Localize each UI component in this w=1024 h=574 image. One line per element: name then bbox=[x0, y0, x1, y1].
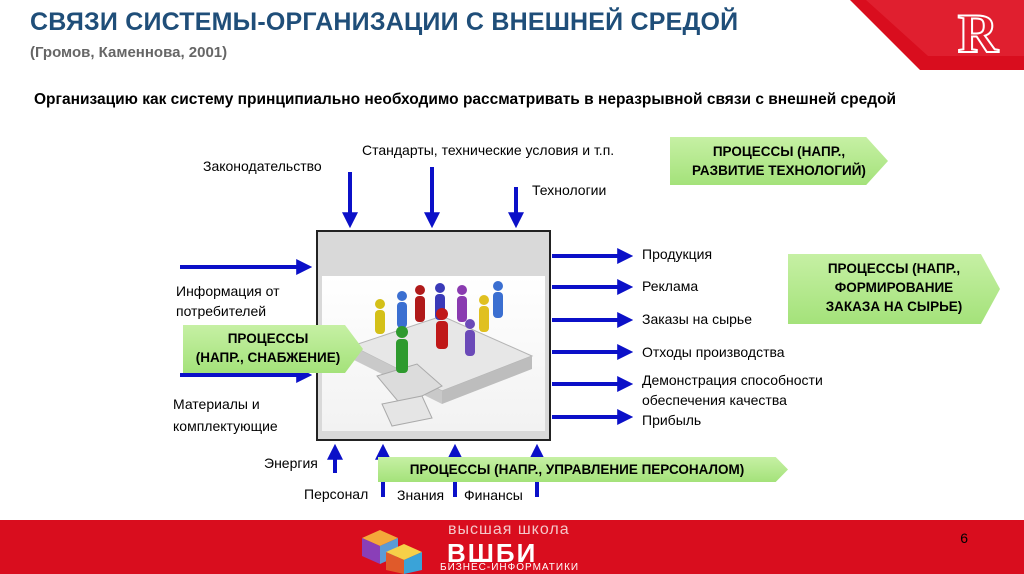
svg-text:R: R bbox=[958, 3, 999, 60]
process-box-personnel: ПРОЦЕССЫ (НАПР., УПРАВЛЕНИЕ ПЕРСОНАЛОМ) bbox=[378, 457, 788, 482]
school-name-line1: высшая школа bbox=[448, 521, 570, 538]
label-knowledge: Знания bbox=[397, 487, 445, 503]
school-name-line2: ВШБИ bbox=[447, 538, 538, 568]
label-standards: Стандарты, технические условия и т.п. bbox=[362, 142, 615, 158]
label-ads: Реклама bbox=[642, 278, 699, 294]
label-info-line1: Информация от bbox=[176, 283, 280, 299]
header-decoration bbox=[850, 0, 1024, 70]
label-materials-line1: Материалы и bbox=[173, 396, 260, 412]
page-number: 6 bbox=[960, 530, 968, 546]
organization-box bbox=[316, 230, 551, 441]
label-profit: Прибыль bbox=[642, 412, 702, 428]
cubes-logo-icon bbox=[362, 530, 422, 574]
label-finance: Финансы bbox=[464, 487, 523, 503]
process-box-tech-development: ПРОЦЕССЫ (НАПР., РАЗВИТИЕ ТЕХНОЛОГИЙ) bbox=[670, 137, 888, 185]
university-logo-icon: R bbox=[948, 2, 1008, 66]
process-orders-line3: ЗАКАЗА НА СЫРЬЕ) bbox=[825, 299, 963, 314]
process-personnel-label: ПРОЦЕССЫ (НАПР., УПРАВЛЕНИЕ ПЕРСОНАЛОМ) bbox=[409, 462, 745, 477]
label-materials: Материалы и комплектующие bbox=[173, 393, 278, 437]
process-box-raw-orders: ПРОЦЕССЫ (НАПР., ФОРМИРОВАНИЕ ЗАКАЗА НА … bbox=[788, 254, 1000, 324]
people-puzzle-icon bbox=[350, 281, 534, 427]
process-supply-line2: (НАПР., СНАБЖЕНИЕ) bbox=[195, 350, 341, 365]
process-tech-line2: РАЗВИТИЕ ТЕХНОЛОГИЙ) bbox=[692, 163, 866, 178]
label-info-consumers: Информация от потребителей bbox=[176, 281, 280, 321]
process-tech-line1: ПРОЦЕССЫ (НАПР., bbox=[712, 144, 846, 159]
school-name-line3: БИЗНЕС-ИНФОРМАТИКИ bbox=[440, 562, 580, 573]
thesis-statement: Организацию как систему принципиально не… bbox=[34, 91, 897, 108]
label-energy: Энергия bbox=[264, 455, 318, 471]
process-supply-line1: ПРОЦЕССЫ bbox=[227, 331, 309, 346]
process-orders-line1: ПРОЦЕССЫ (НАПР., bbox=[827, 261, 961, 276]
slide-subtitle: (Громов, Каменнова, 2001) bbox=[30, 44, 228, 61]
label-technology: Технологии bbox=[532, 182, 607, 198]
label-materials-line2: комплектующие bbox=[173, 418, 278, 434]
label-quality-line2: обеспечения качества bbox=[642, 392, 787, 408]
label-info-line2: потребителей bbox=[176, 303, 267, 319]
label-raw-orders: Заказы на сырье bbox=[642, 311, 753, 327]
organization-image bbox=[322, 276, 545, 431]
label-staff: Персонал bbox=[304, 486, 369, 502]
label-legislation: Законодательство bbox=[203, 158, 322, 174]
process-orders-line2: ФОРМИРОВАНИЕ bbox=[834, 280, 954, 295]
label-products: Продукция bbox=[642, 246, 713, 262]
label-quality: Демонстрация способности обеспечения кач… bbox=[642, 370, 823, 410]
slide-title: СВЯЗИ СИСТЕМЫ-ОРГАНИЗАЦИИ С ВНЕШНЕЙ СРЕД… bbox=[30, 8, 739, 36]
label-quality-line1: Демонстрация способности bbox=[642, 372, 823, 388]
process-box-supply: ПРОЦЕССЫ (НАПР., СНАБЖЕНИЕ) bbox=[183, 325, 363, 373]
label-waste: Отходы производства bbox=[642, 344, 785, 360]
footer-bar bbox=[0, 520, 1024, 574]
